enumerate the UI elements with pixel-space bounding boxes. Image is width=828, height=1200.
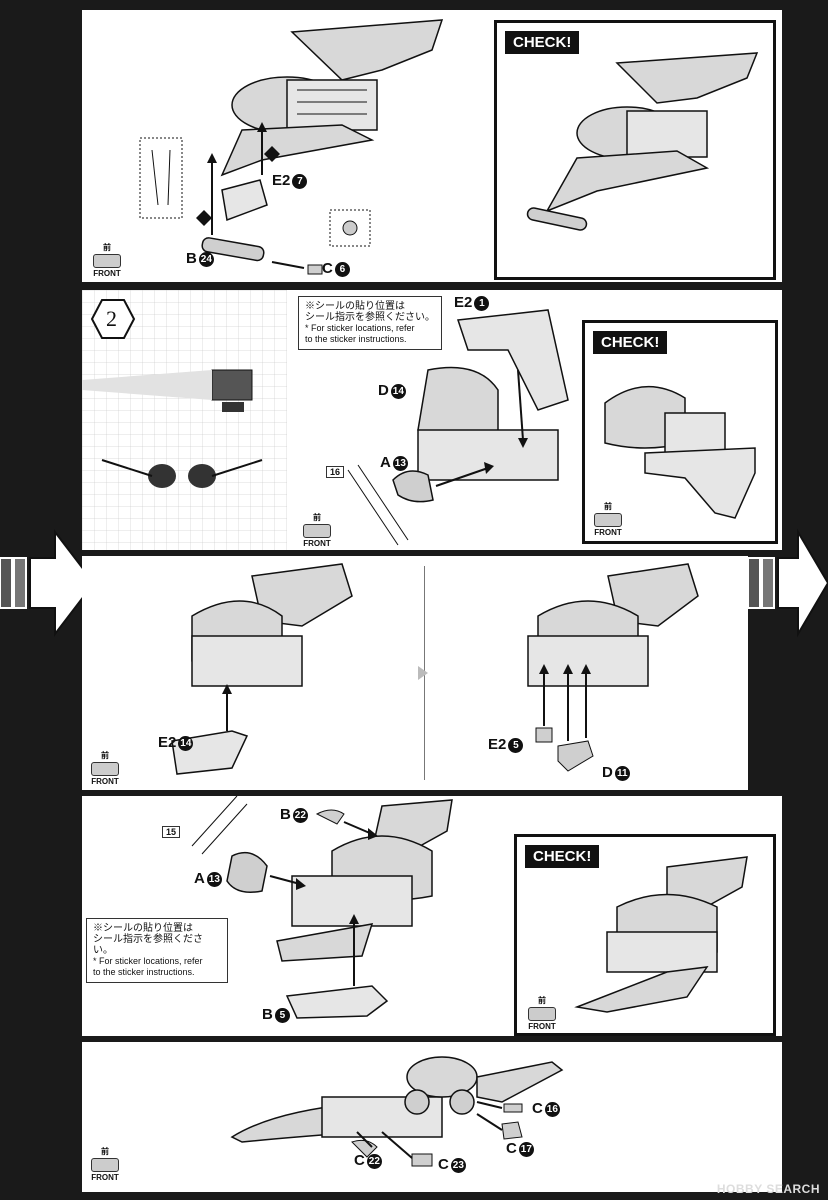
step-number: 2 [106, 306, 117, 331]
assembly-illustration-right [527, 563, 699, 772]
check-box: CHECK! [494, 20, 776, 280]
sticker-reference-16: 16 [326, 466, 345, 478]
assembly-illustration [347, 309, 569, 546]
front-shoe-icon [93, 254, 121, 268]
sticker-note: ※シールの貼り位置は シール指示を参照ください。 * For sticker l… [86, 918, 228, 983]
assembly-check-illustration [574, 856, 748, 1013]
check-label: CHECK! [505, 31, 580, 54]
left-flow-arrow-icon [0, 529, 96, 637]
step-number-hexagon [90, 299, 136, 339]
next-step-arrow-icon [418, 666, 428, 680]
assembly-illustration [191, 796, 453, 1019]
front-shoe-icon [594, 513, 622, 527]
sticker-reference-15: 15 [162, 826, 181, 838]
assembly-check-illustration [604, 386, 756, 519]
assembly-illustration [230, 1056, 564, 1167]
check-label: CHECK! [525, 845, 600, 868]
ship-check-illustration [526, 52, 759, 231]
sticker-note: ※シールの貼り位置は シール指示を参照ください。 * For sticker l… [298, 296, 442, 350]
panel-step-2: 2 ※シールの貼り位置は シール指示を参照ください。 * For sticker… [82, 290, 782, 550]
ship-illustration [139, 19, 444, 275]
front-shoe-icon [303, 524, 331, 538]
front-shoe-icon [528, 1007, 556, 1021]
front-shoe-icon [91, 762, 119, 776]
check-label: CHECK! [593, 331, 668, 354]
front-shoe-icon [91, 1158, 119, 1172]
watermark: HOBBY SEARCH [716, 1182, 820, 1196]
step-grid-illustration [82, 290, 287, 550]
right-flow-arrow-icon [748, 528, 828, 638]
assembly-illustration-left [171, 563, 353, 775]
